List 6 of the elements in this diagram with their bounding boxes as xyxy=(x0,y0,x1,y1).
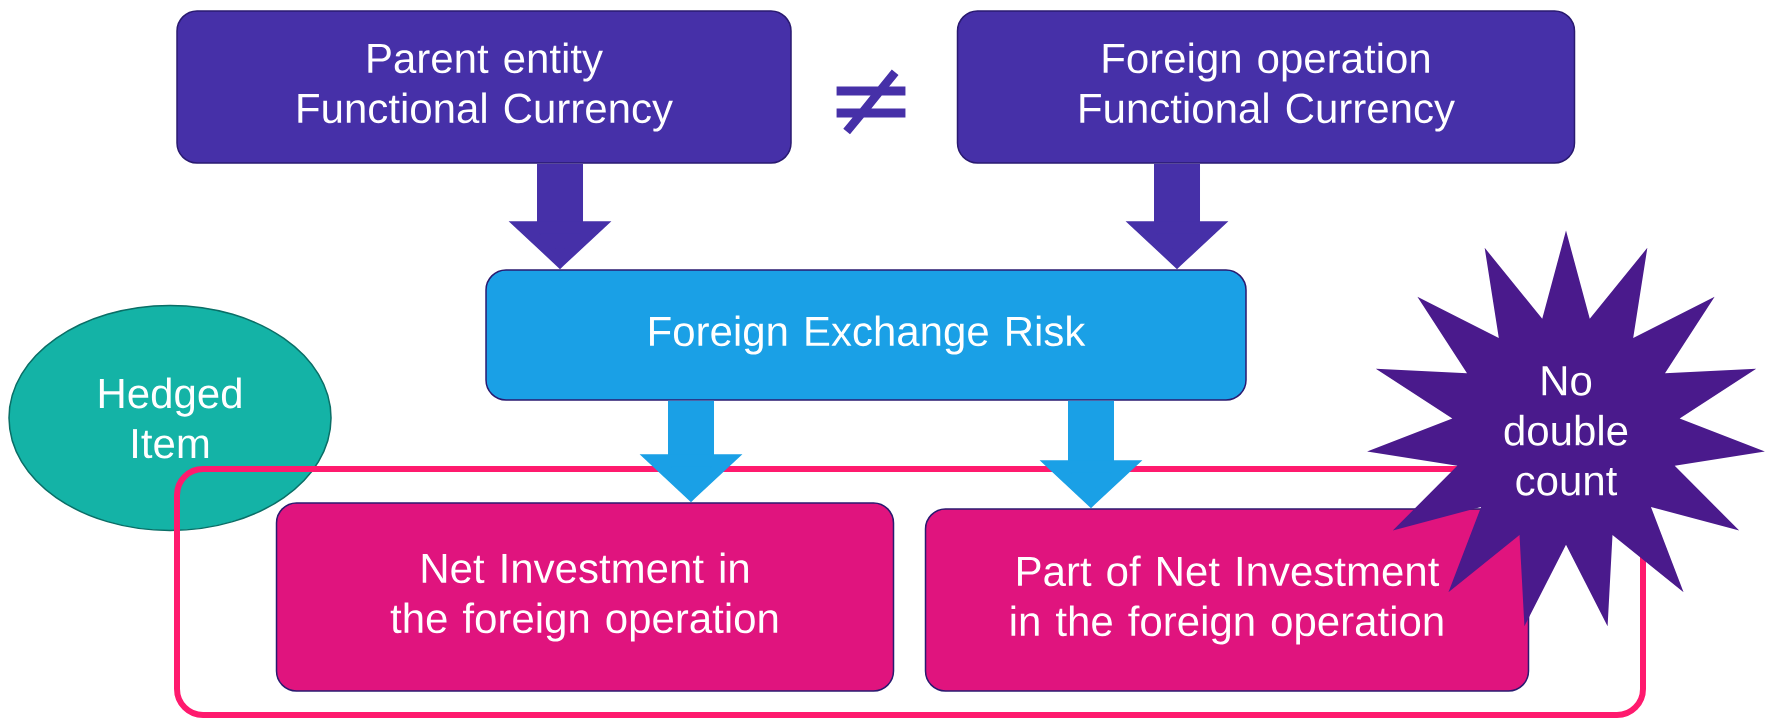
process-box: Parent entity Functional Currency xyxy=(176,10,792,164)
risk-box: Foreign Exchange Risk xyxy=(485,269,1247,401)
investment-box: Net Investment in the foreign operation xyxy=(275,502,895,692)
process-box: Foreign operation Functional Currency xyxy=(956,10,1576,164)
not-equal-sign: ≠ xyxy=(836,69,906,135)
investment-box: Part of Net Investment in the foreign operation xyxy=(924,508,1530,692)
